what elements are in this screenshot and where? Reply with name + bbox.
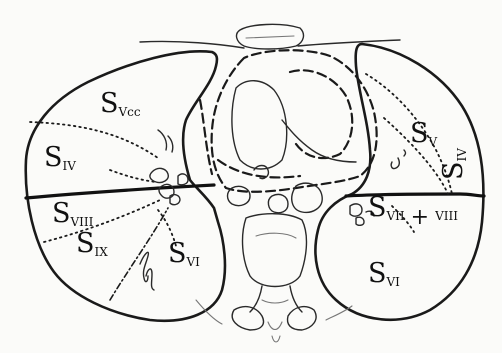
vertebral-body: [243, 214, 307, 287]
label-s-viii-left: SVIII: [52, 198, 94, 229]
right-fissure: [346, 194, 484, 196]
label-s-vi-left: SVI: [168, 238, 200, 269]
left-dotted-line-3: [110, 170, 156, 182]
label-s-iv-right: SIV: [438, 148, 469, 180]
heart-chamber-left: [232, 81, 287, 169]
label-s-vi-right: SVI: [368, 258, 400, 289]
label-s-v-right: SV: [410, 118, 438, 149]
vertebra: [232, 214, 316, 342]
heart-chamber-right: [290, 70, 352, 158]
vessel-left: [228, 186, 251, 205]
left-fissure: [26, 185, 214, 198]
label-s-vii-viii-right: SVII+VIII: [368, 192, 458, 230]
label-s-ix-left: SIX: [76, 228, 108, 259]
spinal-process: [250, 286, 302, 312]
label-s-iv-right-group: SIV: [438, 148, 469, 180]
heart-septum: [282, 120, 356, 162]
label-s-iv-left: SIV: [44, 142, 76, 173]
heart-inner-dash: [200, 100, 212, 174]
label-s-vcc: SVcc: [100, 88, 141, 119]
left-dashdot-line: [110, 208, 168, 300]
vessel-mid: [268, 194, 288, 212]
left-lung: SVcc SIV SVIII SIX SVI: [26, 51, 225, 320]
